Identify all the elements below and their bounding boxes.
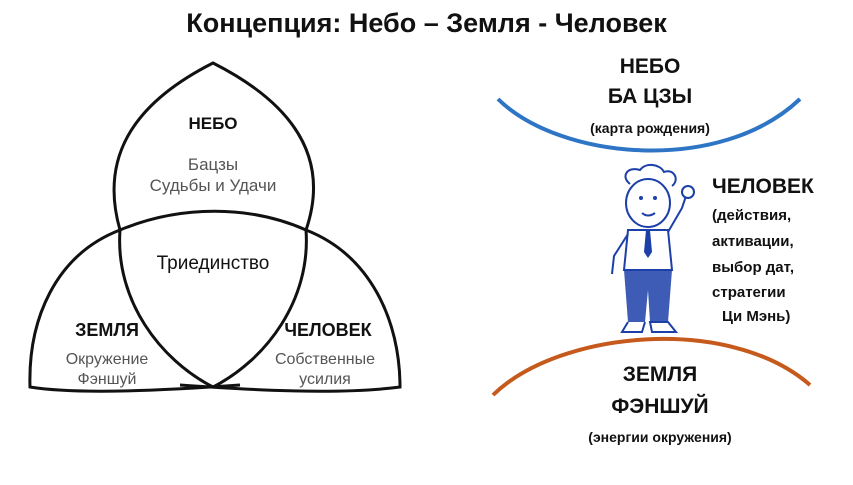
human-figure-icon <box>611 164 695 333</box>
earth-arc <box>491 336 812 397</box>
earth-subtitle: ФЭНШУЙ <box>611 395 709 418</box>
earth-label: ЗЕМЛЯ <box>75 320 139 340</box>
man-detail-3: выбор дат, <box>712 259 795 276</box>
sky-title: НЕБО <box>619 55 681 78</box>
center-label: Триединство <box>156 253 270 274</box>
sky-line1: Бацзы <box>187 155 239 174</box>
sky-line2: Судьбы и Удачи <box>149 176 277 195</box>
man-petal <box>179 228 402 393</box>
man-detail-5: Ци Мэнь) <box>722 308 791 325</box>
earth-line2: Фэншуй <box>77 371 137 388</box>
page-title: Концепция: Небо – Земля - Человек <box>186 8 667 38</box>
sky-subtitle: БА ЦЗЫ <box>607 85 693 108</box>
sky-petal <box>112 61 315 231</box>
inner-top-arc <box>119 209 307 232</box>
sky-label: НЕБО <box>188 114 238 133</box>
earth-note: (энергии окружения) <box>588 429 732 445</box>
inner-left-arc <box>118 229 214 389</box>
man-detail-4: стратегии <box>712 284 786 301</box>
man-detail-1: (действия, <box>712 207 792 224</box>
earth-petal <box>28 228 241 393</box>
sky-arc <box>496 97 802 153</box>
man-line2: усилия <box>299 371 351 388</box>
man-label: ЧЕЛОВЕК <box>284 320 372 340</box>
inner-right-arc <box>212 229 308 389</box>
earth-title: ЗЕМЛЯ <box>622 363 698 386</box>
man-title: ЧЕЛОВЕК <box>712 175 814 198</box>
earth-line1: Окружение <box>65 351 149 368</box>
man-line1: Собственные <box>274 351 376 368</box>
sky-note: (карта рождения) <box>590 120 710 136</box>
man-detail-2: активации, <box>712 233 794 250</box>
